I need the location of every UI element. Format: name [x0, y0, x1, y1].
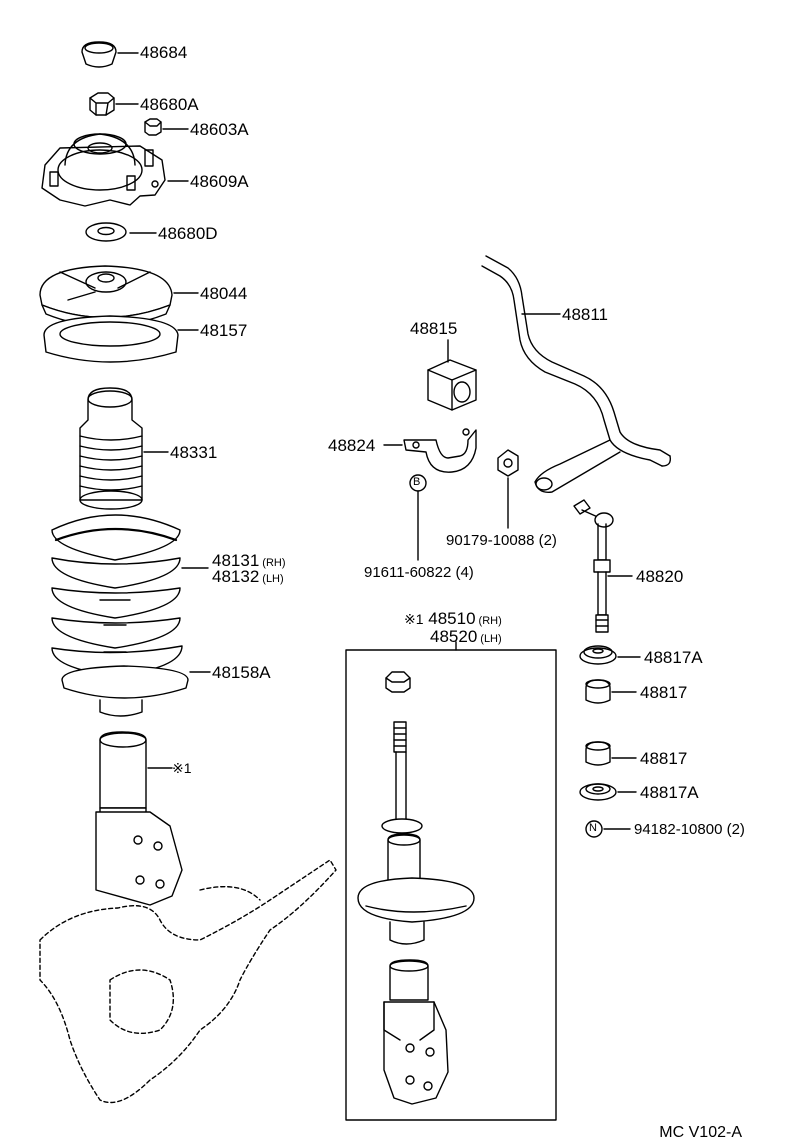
label-48044: 48044	[200, 284, 248, 303]
part-48510-shock-absorber	[357, 671, 475, 1105]
part-48817-cushion-bottom	[585, 741, 611, 766]
label-48815: 48815	[410, 319, 458, 338]
label-48684: 48684	[140, 43, 188, 62]
label-48817-top: 48817	[640, 683, 688, 702]
label-48157: 48157	[200, 321, 248, 340]
part-48331-boot	[79, 387, 143, 510]
label-48510-prefix: ※1	[404, 611, 424, 627]
label-48820: 48820	[636, 567, 684, 586]
part-48824-bracket	[403, 428, 477, 473]
mark-b: B	[413, 476, 421, 488]
label-48811: 48811	[562, 305, 609, 324]
label-48680A: 48680A	[140, 95, 199, 114]
label-48132-group: 48132(LH)	[212, 568, 284, 585]
shock-absorber-frame	[345, 641, 557, 1121]
part-48817A-retainer-bottom	[579, 783, 617, 801]
label-48609A: 48609A	[190, 172, 249, 191]
label-91611-60822: 91611-60822 (4)	[364, 564, 474, 581]
label-48131: 48131	[212, 551, 260, 570]
part-48158A-lower-insulator	[61, 665, 189, 717]
label-48132-suffix: (LH)	[262, 573, 284, 585]
nut-mark-94182	[585, 820, 603, 838]
label-48680D: 48680D	[158, 224, 218, 243]
part-48817-cushion-top	[585, 679, 611, 704]
part-48131-coil-spring	[51, 514, 183, 677]
label-48824: 48824	[328, 436, 376, 455]
label-48131-suffix: (RH)	[262, 557, 286, 569]
label-48131-group: 48131(RH)	[212, 552, 286, 569]
label-48510: 48510	[428, 609, 476, 628]
label-48331: 48331	[170, 443, 218, 462]
label-48520: 48520	[430, 627, 478, 646]
part-48817A-retainer-top	[579, 645, 617, 665]
part-48811-stabilizer-bar	[481, 255, 672, 493]
part-48603A-nut	[144, 118, 162, 136]
part-48815-bushing	[427, 359, 477, 411]
part-strut-assembly-left	[95, 731, 183, 906]
part-48157-insulator	[43, 315, 179, 363]
label-94182-10800: 94182-10800 (2)	[634, 821, 745, 838]
label-48817-bottom: 48817	[640, 749, 688, 768]
part-48680A-nut	[89, 92, 115, 116]
label-48817A-bottom: 48817A	[640, 783, 699, 802]
label-48510-group: ※1 48510(RH)	[404, 610, 502, 627]
label-48603A: 48603A	[190, 120, 249, 139]
part-48820-stabilizer-link	[573, 499, 614, 633]
part-90179-nut	[497, 449, 519, 477]
part-48680D-washer	[85, 222, 127, 242]
label-48510-suffix: (RH)	[478, 615, 502, 627]
label-48520-group: 48520(LH)	[430, 628, 502, 645]
label-48817A-top: 48817A	[644, 648, 703, 667]
label-star1: ※1	[172, 760, 192, 776]
steering-knuckle-outline	[39, 859, 337, 1104]
label-48520-suffix: (LH)	[480, 633, 502, 645]
label-48158A: 48158A	[212, 663, 271, 682]
label-90179-10088: 90179-10088 (2)	[446, 532, 557, 549]
part-48609A-support	[41, 133, 166, 207]
part-48684-cap	[81, 41, 117, 68]
label-48132: 48132	[212, 567, 260, 586]
diagram-code: MC V102-A	[659, 1124, 742, 1141]
mark-n: N	[589, 822, 597, 834]
